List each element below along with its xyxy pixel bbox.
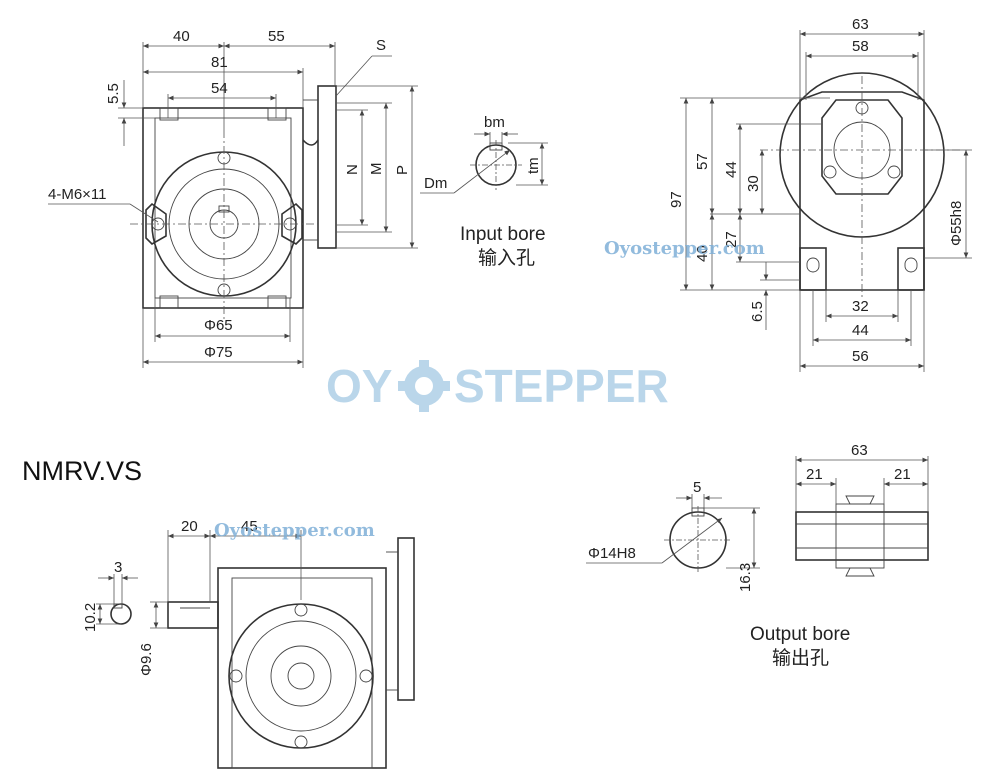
dim-M: M	[368, 163, 385, 176]
dim-40-side: 40	[694, 245, 711, 262]
dim-S: S	[376, 37, 386, 54]
dim-5: 5	[693, 479, 701, 496]
dim-holes: 4-M6×11	[48, 186, 107, 203]
output-bore-label-cn: 输出孔	[772, 647, 829, 669]
dim-Dm: Dm	[424, 175, 447, 192]
dim-32: 32	[852, 298, 869, 315]
output-bore-label-en: Output bore	[750, 624, 850, 645]
dim-56: 56	[852, 348, 869, 365]
dim-N: N	[344, 164, 361, 175]
dim-phi9-6: Φ9.6	[138, 643, 155, 676]
front-view: 40 55 81 54 5.5 S N M P 4-M6×11	[48, 28, 418, 368]
dim-44-horizontal: 44	[852, 322, 869, 339]
vs-input-shaft	[167, 601, 219, 629]
dim-27: 27	[723, 231, 740, 248]
dim-81: 81	[211, 54, 228, 71]
dim-5-5: 5.5	[105, 83, 122, 104]
output-bore-view: 5 Φ14H8 16.3 63 21 21 Output bore 输出孔	[586, 442, 929, 669]
side-view: 63 58 97 57 40 44 30 27 Φ55h8 6.5	[668, 16, 972, 372]
dim-57: 57	[694, 153, 711, 170]
dim-phi75: Φ75	[204, 344, 233, 361]
gear-icon	[398, 360, 450, 412]
dim-tm: tm	[525, 157, 542, 174]
dim-97: 97	[668, 191, 685, 208]
dim-P: P	[394, 165, 411, 175]
dim-phi65: Φ65	[204, 317, 233, 334]
dim-10-2: 10.2	[82, 603, 99, 632]
watermark-1: Oyostepper.com	[604, 238, 765, 259]
vs-housing	[217, 567, 387, 769]
dim-6-5: 6.5	[749, 301, 766, 322]
dim-phi55h8: Φ55h8	[948, 201, 965, 246]
dim-44-vertical: 44	[723, 161, 740, 178]
dim-55: 55	[268, 28, 285, 45]
input-bore-view: bm tm Dm Input bore 输入孔	[420, 114, 548, 269]
vs-output-circle	[228, 603, 374, 749]
dim-30: 30	[745, 175, 762, 192]
gearbox-housing	[142, 107, 304, 309]
dim-20: 20	[181, 518, 198, 535]
dim-21-left: 21	[806, 466, 823, 483]
dim-3: 3	[114, 559, 122, 576]
dim-45: 45	[241, 518, 258, 535]
dim-16-3: 16.3	[737, 563, 754, 592]
brand-logo: OY STEPPER	[326, 360, 669, 412]
output-hollow-shaft	[795, 511, 929, 561]
model-title: NMRV.VS	[22, 456, 142, 486]
logo-left-text: OY	[326, 360, 392, 412]
input-bore-label-en: Input bore	[460, 224, 546, 245]
dim-54: 54	[211, 80, 228, 97]
watermark-2: Oyostepper.com	[214, 520, 375, 541]
input-bore-label-cn: 输入孔	[478, 247, 535, 269]
dim-bm: bm	[484, 114, 505, 131]
dim-40: 40	[173, 28, 190, 45]
dim-58: 58	[852, 38, 869, 55]
logo-right-text: STEPPER	[454, 360, 669, 412]
dim-phi14h8: Φ14H8	[588, 545, 636, 562]
input-flange	[317, 85, 337, 249]
dim-63-output: 63	[851, 442, 868, 459]
dim-63: 63	[852, 16, 869, 33]
vs-view: NMRV.VS 20 45 3 10.2	[22, 456, 415, 769]
vs-flange	[397, 537, 415, 701]
dim-21-right: 21	[894, 466, 911, 483]
